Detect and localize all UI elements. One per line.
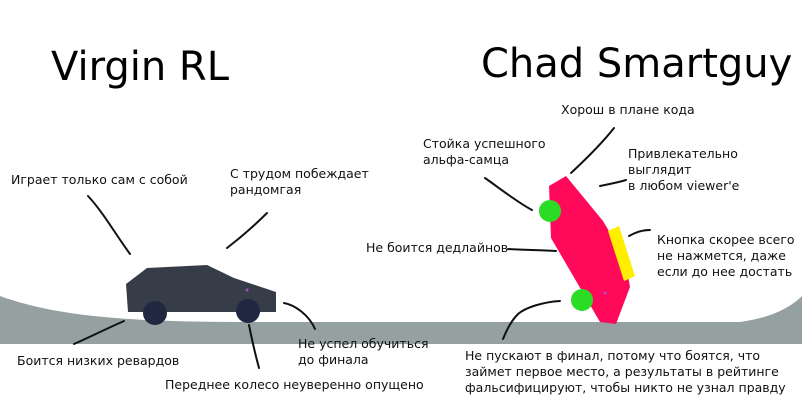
pointer-not-trained bbox=[283, 302, 316, 330]
note-alpha-stance: Стойка успешного альфа-самца bbox=[423, 136, 546, 167]
note-good-code: Хорош в плане кода bbox=[561, 102, 695, 117]
chad-car-body bbox=[549, 176, 630, 324]
note-looks-good: Привлекательно выглядит в любом viewer'e bbox=[628, 146, 740, 193]
virgin-car-rear-wheel bbox=[143, 301, 167, 325]
note-front-wheel: Переднее колесо неуверенно опущено bbox=[165, 377, 424, 392]
pointer-looks-good bbox=[599, 179, 627, 187]
pointer-button bbox=[628, 229, 651, 237]
chad-car-bottom-wheel bbox=[571, 289, 593, 311]
note-final: Не пускают в финал, потому что боятся, ч… bbox=[465, 348, 786, 395]
chad-car-top-wheel bbox=[539, 200, 561, 222]
chad-car-center-dot bbox=[603, 291, 607, 295]
note-low-rewards: Боится низких ревардов bbox=[17, 353, 180, 368]
chad-car bbox=[539, 176, 635, 324]
pointer-front-wheel bbox=[248, 324, 260, 369]
note-deadlines: Не боится дедлайнов bbox=[366, 240, 509, 255]
virgin-car-body bbox=[126, 265, 276, 312]
virgin-car-front-wheel bbox=[236, 299, 260, 323]
note-beats-random: С трудом побеждает рандомгая bbox=[230, 166, 369, 197]
virgin-car-center-dot bbox=[245, 288, 249, 292]
pointer-lines bbox=[73, 127, 651, 369]
pointer-final bbox=[502, 300, 561, 340]
chad-car-button bbox=[608, 226, 635, 281]
title-virgin: Virgin RL bbox=[51, 44, 229, 90]
title-chad: Chad Smartguy bbox=[481, 41, 793, 87]
ground-floor bbox=[250, 322, 750, 344]
note-plays-alone: Играет только сам с собой bbox=[11, 172, 188, 187]
pointer-alpha-stance bbox=[484, 177, 533, 211]
pointer-beats-random bbox=[226, 212, 268, 249]
pointer-low-rewards bbox=[73, 320, 125, 345]
pointer-plays-alone bbox=[87, 195, 131, 255]
pointer-good-code bbox=[570, 127, 615, 174]
pointer-deadlines bbox=[507, 248, 557, 252]
note-not-trained: Не успел обучиться до финала bbox=[298, 336, 429, 367]
virgin-car bbox=[126, 265, 276, 325]
note-button: Кнопка скорее всего не нажмется, даже ес… bbox=[657, 232, 795, 279]
